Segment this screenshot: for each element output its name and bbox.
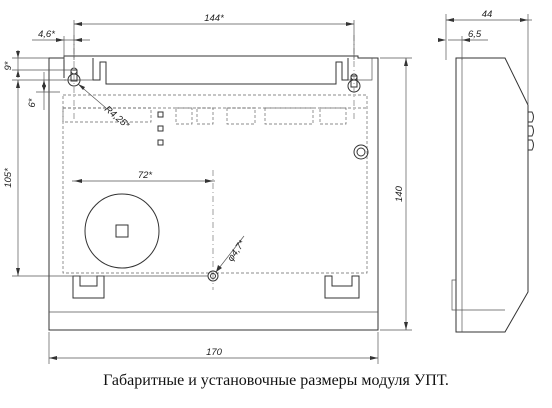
housing-outline bbox=[48, 55, 379, 331]
indicator-leds bbox=[157, 111, 164, 146]
dim-144: 144* bbox=[204, 13, 224, 24]
side-dimensions: 44 6,5 bbox=[438, 9, 532, 104]
technical-drawing: 144* 4,6* 9* 6* R4,25* 105* 72 bbox=[3, 9, 534, 364]
terminal-blocks bbox=[62, 107, 347, 125]
transformer bbox=[84, 193, 160, 269]
front-view bbox=[48, 35, 379, 331]
dim-4-6: 4,6* bbox=[38, 29, 55, 40]
dim-r4-25: R4,25* bbox=[102, 104, 132, 131]
dim-9: 9* bbox=[3, 61, 14, 70]
dim-6: 6* bbox=[27, 98, 38, 107]
screw bbox=[353, 144, 369, 160]
side-view bbox=[451, 57, 534, 333]
dim-44: 44 bbox=[482, 9, 493, 20]
dim-140: 140 bbox=[394, 185, 405, 202]
bottom-feet bbox=[72, 275, 360, 299]
dim-170: 170 bbox=[206, 347, 223, 358]
dim-72: 72* bbox=[138, 170, 153, 181]
dim-6-5: 6,5 bbox=[468, 29, 482, 40]
dim-105: 105* bbox=[3, 168, 14, 188]
side-leds bbox=[528, 111, 534, 151]
dim-hole-4-7: φ4,7* bbox=[225, 238, 247, 263]
top-bracket-inner bbox=[64, 58, 373, 81]
top-bracket bbox=[63, 58, 349, 85]
figure-caption: Габаритные и установочные размеры модуля… bbox=[103, 372, 449, 389]
inner-frame bbox=[62, 94, 368, 274]
side-outline bbox=[455, 57, 529, 333]
side-foot bbox=[451, 279, 456, 311]
